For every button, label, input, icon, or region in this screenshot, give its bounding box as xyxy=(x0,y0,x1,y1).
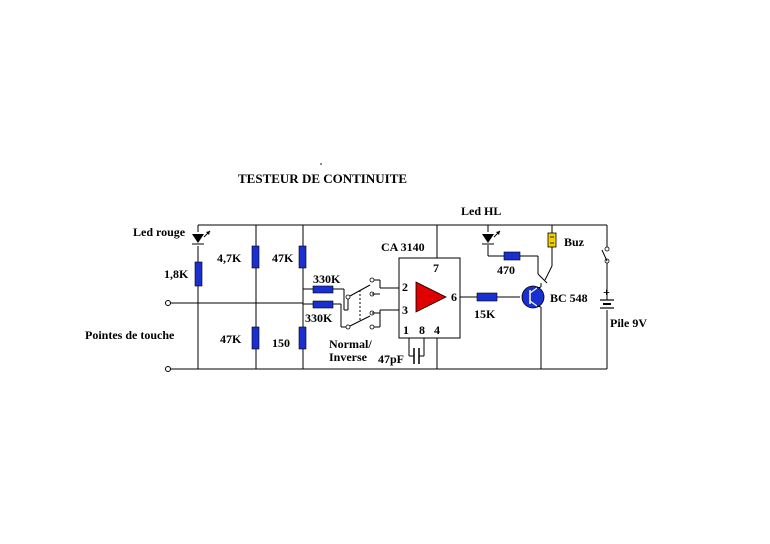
battery-switch-icon xyxy=(601,246,610,264)
ic-pin2-label: 2 xyxy=(402,280,408,294)
resistor-1k8 xyxy=(194,261,203,287)
resistor-47k-top xyxy=(298,245,307,269)
resistor-4k7 xyxy=(251,245,260,269)
led-rouge-label: Led rouge xyxy=(133,225,186,239)
capacitor-label: 47pF xyxy=(378,352,404,366)
switch-icon xyxy=(345,277,380,330)
resistor-150-label: 150 xyxy=(272,336,290,350)
resistor-4k7-label: 4,7K xyxy=(217,251,242,265)
stray-dot xyxy=(320,163,322,165)
ic-pin6-label: 6 xyxy=(451,290,457,304)
ic-pin1-label: 1 xyxy=(403,323,409,337)
ic-pin8-label: 8 xyxy=(419,323,425,337)
resistor-330k-top-label: 330K xyxy=(313,272,341,286)
transistor-label: BC 548 xyxy=(550,291,588,305)
switch-label-2: Inverse xyxy=(329,350,368,364)
diagram-title: TESTEUR DE CONTINUITE xyxy=(238,171,407,186)
ic-pin4-label: 4 xyxy=(434,323,440,337)
resistor-47k-bottom xyxy=(251,326,260,350)
capacitor-icon xyxy=(413,348,420,364)
battery-icon xyxy=(600,299,614,309)
resistor-330k-bottom xyxy=(312,300,334,309)
switch-label-1: Normal/ xyxy=(329,337,372,351)
resistor-15k-label: 15K xyxy=(474,307,496,321)
ic-pin7-label: 7 xyxy=(433,261,439,275)
battery-plus-label: + xyxy=(603,285,610,299)
wires xyxy=(168,224,608,370)
resistor-470-label: 470 xyxy=(497,263,515,277)
ic-name-label: CA 3140 xyxy=(381,240,425,254)
led-rouge-icon xyxy=(192,230,211,245)
buzzer-label: Buz xyxy=(564,235,585,249)
resistor-330k-top xyxy=(312,285,334,294)
led-hl-icon xyxy=(482,230,501,245)
resistor-47k-top-label: 47K xyxy=(272,251,294,265)
resistor-15k xyxy=(476,292,498,302)
resistor-470 xyxy=(503,251,521,261)
led-hl-label: Led HL xyxy=(461,204,501,218)
ic-pin3-label: 3 xyxy=(402,303,408,317)
resistor-330k-bottom-label: 330K xyxy=(305,311,333,325)
resistor-47k-bottom-label: 47K xyxy=(220,332,242,346)
resistor-150 xyxy=(298,326,307,350)
resistor-1k8-label: 1,8K xyxy=(164,267,189,281)
transistor-icon xyxy=(521,285,545,309)
probe-terminal-top xyxy=(165,300,171,306)
pointes-label: Pointes de touche xyxy=(85,328,175,342)
buzzer-icon xyxy=(547,232,557,248)
opamp-icon xyxy=(415,281,447,313)
probe-terminal-bottom xyxy=(165,366,171,372)
battery-label: Pile 9V xyxy=(610,316,647,330)
